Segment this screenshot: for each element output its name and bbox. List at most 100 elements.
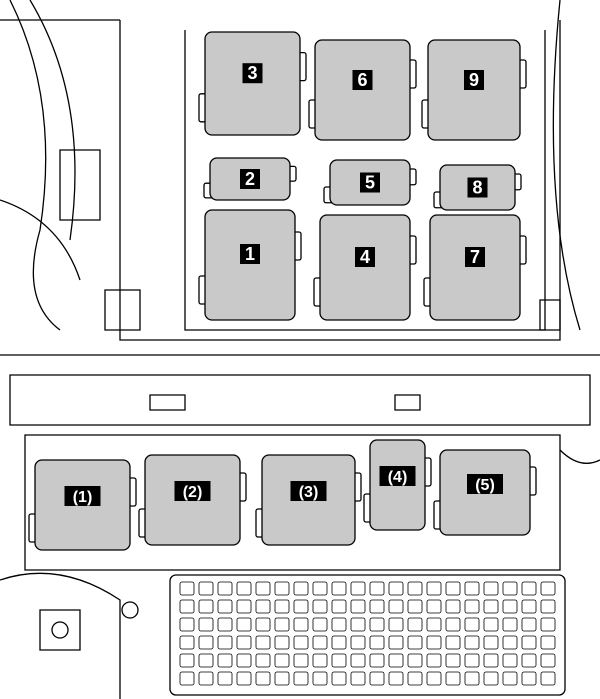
fuse-slot	[407, 581, 423, 596]
lower-relay-4: (4)	[363, 439, 432, 531]
relay-label: 9	[469, 70, 479, 90]
fuse-slot	[502, 581, 518, 596]
relay-body	[319, 214, 411, 321]
relay-label-background	[64, 486, 101, 506]
fuse-slot	[483, 653, 499, 668]
fuse-slot	[445, 671, 461, 686]
fuse-slot	[198, 635, 214, 650]
fuse-slot	[255, 635, 271, 650]
upper-relay-2: 2	[203, 157, 297, 201]
fuse-slot	[179, 581, 195, 596]
fuse-slot	[369, 581, 385, 596]
fuse-slot	[350, 599, 366, 614]
fuse-slot	[293, 653, 309, 668]
fuse-slot	[217, 671, 233, 686]
relay-label: (4)	[388, 469, 408, 486]
relay-label-background	[467, 474, 503, 494]
relay-label: 5	[365, 173, 375, 193]
upper-relay-8: 8	[433, 164, 522, 211]
fuse-slot	[179, 635, 195, 650]
fuse-slot	[198, 653, 214, 668]
fuse-slot	[407, 671, 423, 686]
fuse-slot	[502, 653, 518, 668]
fuse-slot	[312, 599, 328, 614]
fuse-slot	[217, 653, 233, 668]
fuse-slot	[464, 635, 480, 650]
fuse-slot	[312, 617, 328, 632]
fuse-slot	[502, 617, 518, 632]
fuse-slot	[198, 581, 214, 596]
relay-body	[429, 214, 521, 321]
fuse-slot	[521, 671, 537, 686]
fuse-slot	[198, 599, 214, 614]
fuse-slot	[483, 599, 499, 614]
fuse-slot	[445, 635, 461, 650]
fuse-slot	[274, 599, 290, 614]
fuse-slot	[236, 671, 252, 686]
fuse-slot	[483, 581, 499, 596]
fuse-slot	[521, 635, 537, 650]
fuse-slot	[426, 581, 442, 596]
fuse-slot	[255, 653, 271, 668]
upper-relay-5: 5	[323, 159, 417, 206]
relay-label-background	[465, 247, 485, 267]
relay-label: 2	[245, 169, 255, 189]
fuse-slot	[350, 581, 366, 596]
relay-label-background	[352, 70, 373, 90]
lower-relay-5: (5)	[433, 449, 537, 536]
fuse-slot	[312, 653, 328, 668]
relay-label-background	[290, 481, 327, 501]
fuse-slot	[293, 581, 309, 596]
fuse-slot	[236, 635, 252, 650]
fuse-slot	[293, 635, 309, 650]
fuse-slot	[217, 581, 233, 596]
upper-relay-7: 7	[423, 214, 527, 321]
relay-label-background	[242, 63, 263, 84]
upper-relay-4: 4	[313, 214, 417, 321]
relay-label-background	[467, 177, 488, 198]
relay-label: 1	[245, 244, 255, 264]
relay-label-background	[174, 481, 211, 501]
fuse-slot	[293, 617, 309, 632]
lower-relay-3: (3)	[255, 454, 362, 546]
upper-relay-6: 6	[308, 39, 417, 141]
fuse-slot	[255, 581, 271, 596]
fuse-slot	[388, 653, 404, 668]
relay-label: (1)	[73, 489, 93, 506]
fuse-slot	[445, 599, 461, 614]
fuse-slot	[331, 581, 347, 596]
fuse-slot	[369, 617, 385, 632]
fuse-slot	[502, 671, 518, 686]
fuse-slot	[464, 581, 480, 596]
fuse-slot	[388, 581, 404, 596]
fuse-slot	[236, 617, 252, 632]
upper-relay-1: 1	[198, 209, 302, 321]
fuse-slot	[540, 599, 556, 614]
fuse-slot	[445, 653, 461, 668]
fuse-slot	[388, 599, 404, 614]
upper-relay-3: 3	[198, 31, 307, 136]
fuse-slot	[331, 653, 347, 668]
relay-label: (5)	[475, 477, 495, 494]
fuse-slot	[521, 617, 537, 632]
fuse-slot	[369, 635, 385, 650]
fuse-slot	[312, 581, 328, 596]
fuse-slot	[331, 617, 347, 632]
fuse-slot	[426, 635, 442, 650]
fuse-slot	[407, 653, 423, 668]
fuse-slot	[521, 599, 537, 614]
lower-relay-1: (1)	[28, 459, 137, 551]
relay-label-background	[240, 244, 260, 264]
fuse-slot	[350, 617, 366, 632]
fuse-slot	[198, 617, 214, 632]
fuse-slot	[179, 653, 195, 668]
fuse-slot	[274, 671, 290, 686]
fuse-slot	[274, 581, 290, 596]
relay-body	[204, 31, 301, 136]
fuse-slot	[331, 635, 347, 650]
fuse-slot	[388, 671, 404, 686]
fuse-slot	[464, 653, 480, 668]
fuse-slot	[236, 581, 252, 596]
fuse-slot	[255, 599, 271, 614]
